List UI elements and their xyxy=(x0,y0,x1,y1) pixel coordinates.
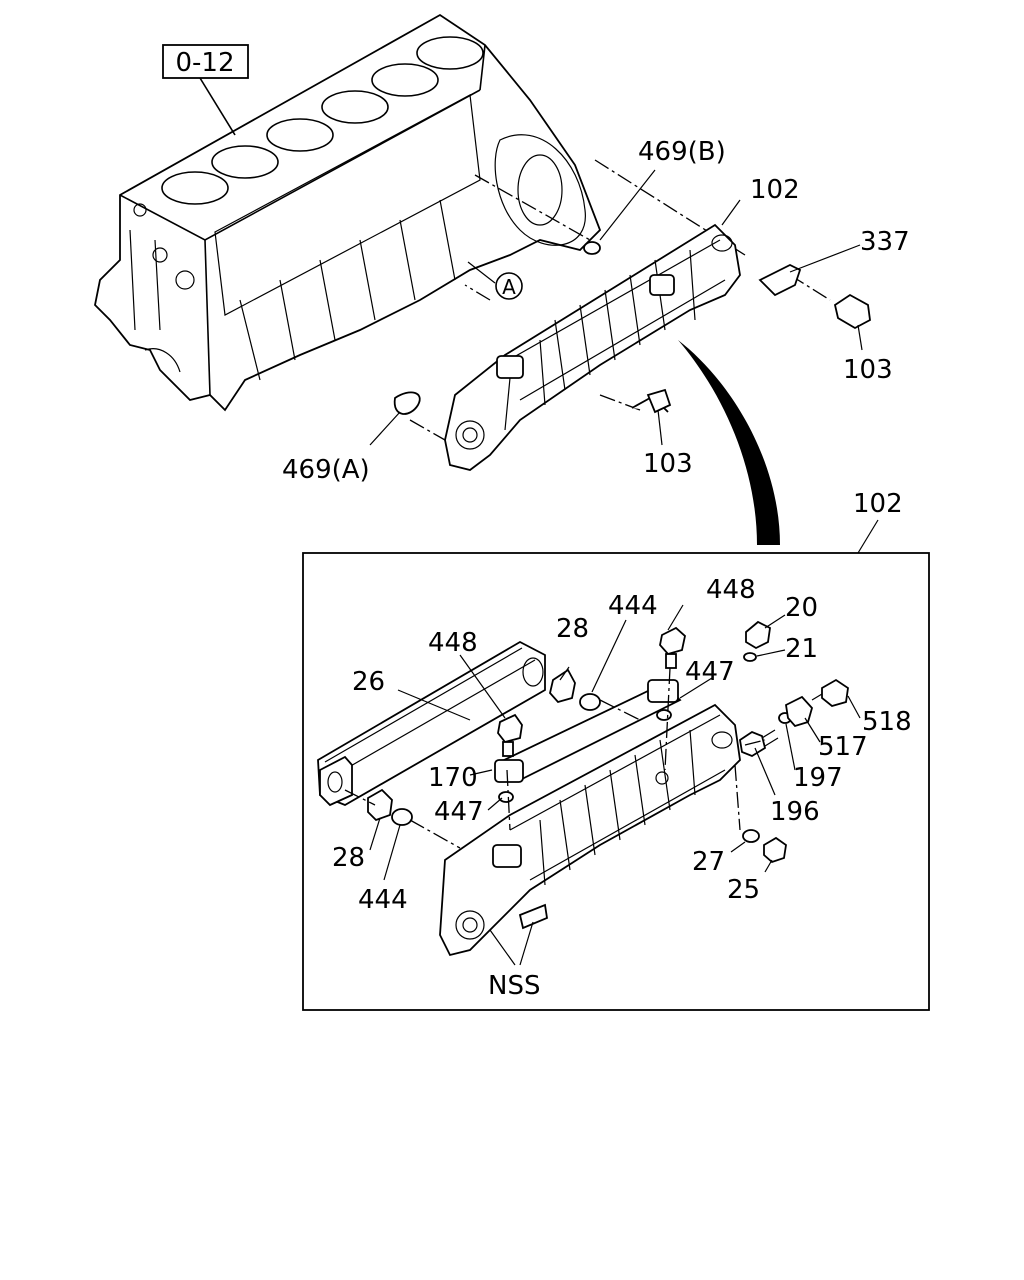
callout-103-right: 103 xyxy=(843,355,893,385)
callout-nss: NSS xyxy=(488,971,540,1001)
callout-21: 21 xyxy=(785,634,818,664)
callout-447-left: 447 xyxy=(434,797,484,827)
circle-marker-a: A xyxy=(467,261,523,300)
reference-box: 0-12 xyxy=(162,44,249,136)
callout-469a: 469(A) xyxy=(282,455,370,485)
callout-517: 517 xyxy=(818,732,868,762)
callout-196: 196 xyxy=(770,797,820,827)
callout-102-box: 102 xyxy=(853,489,903,519)
gasket-28-top xyxy=(549,668,576,704)
callout-102-top: 102 xyxy=(750,175,800,205)
gasket-469b xyxy=(583,241,601,255)
bolt-448-left xyxy=(497,713,523,757)
name-plate xyxy=(518,903,548,930)
callout-20: 20 xyxy=(785,593,818,623)
callout-103-mid: 103 xyxy=(643,449,693,479)
callout-518: 518 xyxy=(862,707,912,737)
bracket-337 xyxy=(758,263,802,297)
callout-448-left: 448 xyxy=(428,628,478,658)
nut-25 xyxy=(763,836,787,864)
callout-25: 25 xyxy=(727,875,760,905)
cooler-element-26 xyxy=(317,640,546,807)
bolt-103-mid xyxy=(631,388,672,414)
callout-26: 26 xyxy=(352,667,385,697)
callout-447-top: 447 xyxy=(685,657,735,687)
bolt-518 xyxy=(811,678,849,707)
washer-447-top xyxy=(656,709,672,721)
callout-337: 337 xyxy=(860,227,910,257)
bolt-448-top xyxy=(659,626,686,669)
washer-447-left xyxy=(498,791,514,803)
oring-444-top xyxy=(579,693,601,711)
callout-27: 27 xyxy=(692,847,725,877)
sensor-196 xyxy=(739,729,779,758)
callout-469b: 469(B) xyxy=(638,137,726,167)
circle-marker-label: A xyxy=(502,275,516,299)
callout-28-top: 28 xyxy=(556,614,589,644)
detail-arrow xyxy=(678,340,780,545)
oil-cooler-assembly-top xyxy=(444,223,741,471)
oil-cooler-body xyxy=(439,703,741,957)
oring-444-left xyxy=(391,808,413,826)
gasket-28-left xyxy=(367,788,393,822)
callout-170: 170 xyxy=(428,763,478,793)
plug-20 xyxy=(745,620,771,650)
gasket-469a xyxy=(393,391,421,415)
callout-197: 197 xyxy=(793,763,843,793)
oil-pipe-170 xyxy=(494,679,682,783)
washer-27 xyxy=(742,829,760,843)
callout-444-left: 444 xyxy=(358,885,408,915)
bolt-103-right xyxy=(833,293,871,330)
detail-box: 102 xyxy=(302,489,930,1011)
callout-28-left: 28 xyxy=(332,843,365,873)
callout-444-top: 444 xyxy=(608,591,658,621)
cylinder-block xyxy=(94,13,602,412)
oring-21 xyxy=(743,652,757,662)
reference-label: 0-12 xyxy=(175,48,234,78)
callout-448-top: 448 xyxy=(706,575,756,605)
